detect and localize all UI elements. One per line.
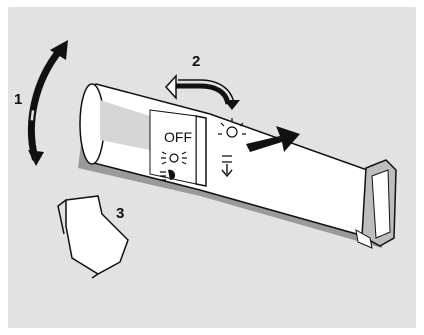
callout-1: 1	[14, 91, 22, 108]
up-down-arrow-icon	[28, 40, 68, 166]
callout-2: 2	[192, 53, 200, 70]
callout-3: 3	[116, 205, 124, 222]
off-label: OFF	[164, 129, 192, 145]
combination-switch-stalk	[78, 84, 396, 248]
